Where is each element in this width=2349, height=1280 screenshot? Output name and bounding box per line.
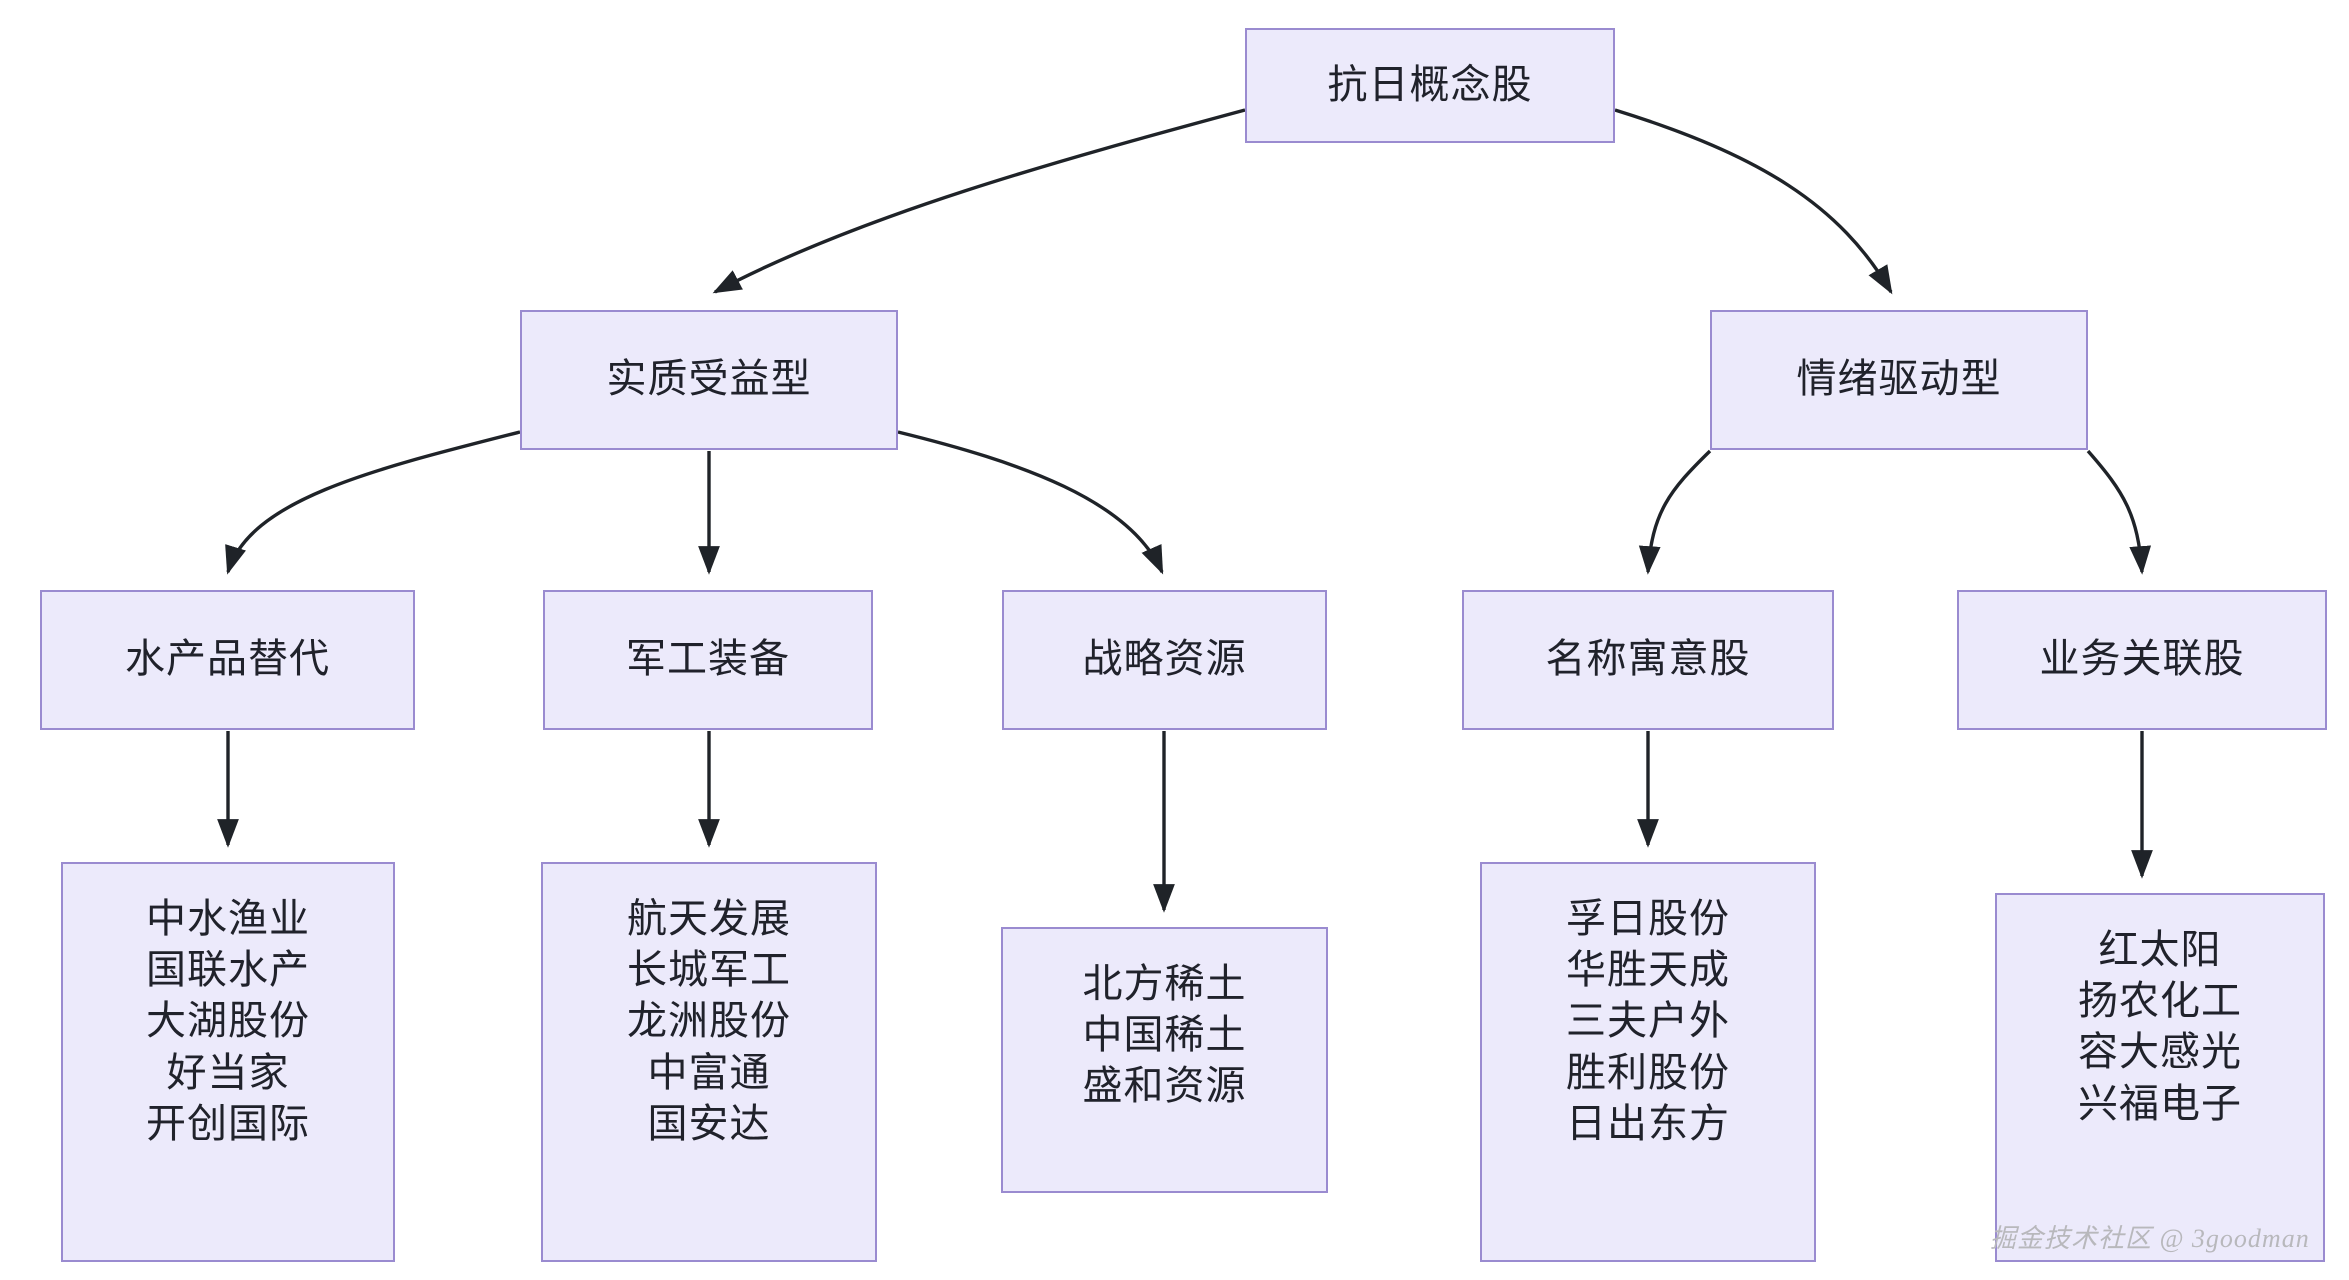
node-substantive[interactable]: 实质受益型 xyxy=(520,310,898,450)
stock-name: 胜利股份 xyxy=(1566,1050,1730,1095)
edge-sentiment-to-business xyxy=(2086,449,2152,575)
stock-name: 开创国际 xyxy=(146,1101,310,1146)
stock-name: 航天发展 xyxy=(627,897,791,941)
node-aquatic-stocks[interactable]: 中水渔业国联水产大湖股份好当家开创国际 xyxy=(61,862,395,1262)
stock-name: 盛和资源 xyxy=(1082,1064,1247,1109)
stock-name: 扬农化工 xyxy=(2078,979,2242,1024)
node-strategic[interactable]: 战略资源 xyxy=(1002,590,1327,730)
stock-name: 容大感光 xyxy=(2078,1030,2242,1075)
node-naming[interactable]: 名称寓意股 xyxy=(1462,590,1834,730)
stock-name: 兴福电子 xyxy=(2078,1081,2242,1126)
stock-name: 孚日股份 xyxy=(1566,897,1730,941)
node-defense-label: 军工装备 xyxy=(626,637,790,682)
stock-name: 红太阳 xyxy=(2098,928,2222,972)
node-aquatic[interactable]: 水产品替代 xyxy=(40,590,415,730)
node-defense[interactable]: 军工装备 xyxy=(543,590,873,730)
node-business[interactable]: 业务关联股 xyxy=(1957,590,2327,730)
node-defense-stocks[interactable]: 航天发展长城军工龙洲股份中富通国安达 xyxy=(541,862,877,1262)
stock-name: 好当家 xyxy=(166,1050,290,1095)
edge-root-to-sentiment xyxy=(1614,108,1893,295)
edge-substantive-to-strategic xyxy=(897,430,1164,575)
stock-name: 华胜天成 xyxy=(1566,948,1730,993)
stock-name: 龙洲股份 xyxy=(627,999,791,1044)
stock-name: 中水渔业 xyxy=(146,897,310,941)
edge-root-to-substantive xyxy=(712,108,1246,294)
node-root[interactable]: 抗日概念股 xyxy=(1245,28,1615,143)
stock-name: 三夫户外 xyxy=(1566,999,1730,1044)
stock-name: 中国稀土 xyxy=(1082,1013,1247,1058)
node-naming-stocks[interactable]: 孚日股份华胜天成三夫户外胜利股份日出东方 xyxy=(1480,862,1816,1262)
node-naming-label: 名称寓意股 xyxy=(1545,637,1751,682)
stock-name: 中富通 xyxy=(647,1050,771,1095)
node-business-stocks[interactable]: 红太阳扬农化工容大感光兴福电子 xyxy=(1995,893,2325,1262)
stock-name: 国联水产 xyxy=(146,948,310,993)
node-business-label: 业务关联股 xyxy=(2039,637,2245,682)
edge-sentiment-to-naming xyxy=(1638,449,1712,575)
stock-name: 国安达 xyxy=(647,1101,771,1146)
node-root-label: 抗日概念股 xyxy=(1327,62,1533,107)
edge-substantive-to-aquatic xyxy=(225,430,521,575)
node-sentiment-label: 情绪驱动型 xyxy=(1796,357,2002,402)
node-strategic-stocks[interactable]: 北方稀土中国稀土盛和资源 xyxy=(1001,927,1328,1193)
watermark: 掘金技术社区 @ 3goodman xyxy=(1990,1224,2310,1253)
stock-name: 大湖股份 xyxy=(146,999,310,1044)
stock-name: 北方稀土 xyxy=(1082,962,1247,1006)
stock-name: 长城军工 xyxy=(627,948,791,993)
node-aquatic-label: 水产品替代 xyxy=(125,637,330,682)
stock-name: 日出东方 xyxy=(1566,1101,1730,1146)
node-strategic-label: 战略资源 xyxy=(1082,637,1247,682)
node-sentiment[interactable]: 情绪驱动型 xyxy=(1710,310,2088,450)
node-substantive-label: 实质受益型 xyxy=(606,357,812,402)
